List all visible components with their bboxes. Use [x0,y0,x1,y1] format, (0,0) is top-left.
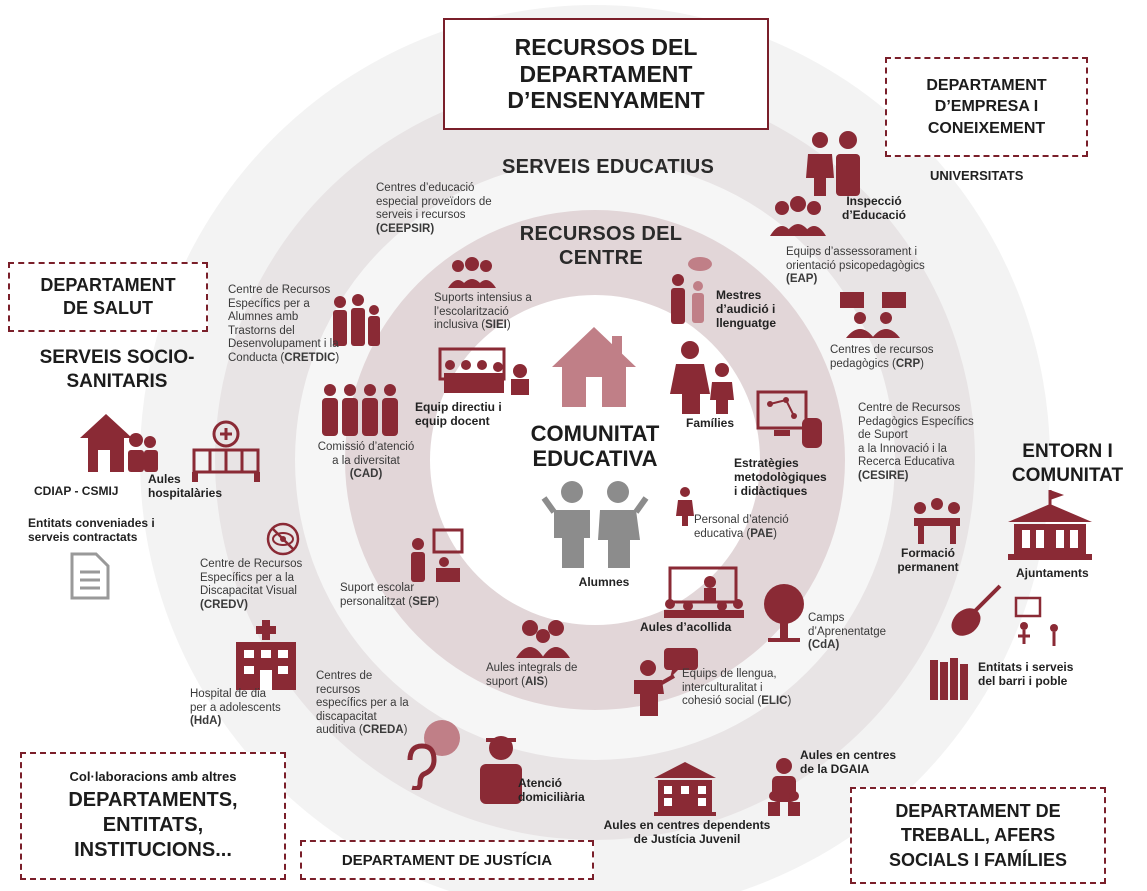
ear-icon [407,720,460,790]
dgaia-people-icon [768,758,800,816]
family-icon [670,341,734,414]
ring-title-serveis: SERVEIS EDUCATIUS [502,156,715,178]
screen-strategy-icon [756,390,822,448]
label-entitats-conveniades: Entitats conveniades i serveis contracta… [28,516,155,545]
box-salut: DEPARTAMENT DE SALUT [8,262,208,332]
label-eap: Equips d’assessorament i orientació psic… [786,246,925,286]
label-siei: Suports intensius a l’escolarització inc… [434,292,532,332]
label-cad: Comissió d’atenció a la diversitat(CAD) [317,441,415,481]
label-entitats-barri: Entitats i serveis del barri i poble [978,660,1074,689]
label-crp: Centres de recursos pedagògics (CRP) [830,344,934,370]
cretdic-family-icon [333,294,380,346]
speech-people-icon [671,257,712,324]
label-elic: Equips de llengua, interculturalitat i c… [682,668,792,708]
center-label: COMUNITAT EDUCATIVA [530,421,660,472]
label-estrategies: Estratègies metodològiques i didàctiques [734,456,827,499]
hospital-building-icon [236,620,296,690]
box-justicia-label: DEPARTAMENT DE JUSTÍCIA [341,851,553,869]
collab-main-label: DEPARTAMENTS, ENTITATS, INSTITUCIONS... [68,789,238,861]
center-sub-label: Alumnes [578,575,630,589]
box-treball-label: DEPARTAMENT DE TREBALL, AFERS SOCIALS I … [888,801,1067,870]
label-dgaia: Aules en centres de la DGAIA [800,748,897,777]
music-sports-books-icon [930,584,1058,700]
ring-title-centre: RECURSOS DEL CENTRE [519,223,683,269]
town-hall-icon [1008,490,1092,560]
box-empresa: DEPARTAMENT D’EMPRESA I CONEIXEMENT [885,57,1088,157]
heading-socio-sanitaris: SERVEIS SOCIO- SANITARIS [39,347,195,392]
label-cdiap: CDIAP - CSMIJ [34,484,119,498]
house-icon [552,327,636,407]
main-title-box: RECURSOS DEL DEPARTAMENT D’ENSENYAMENT [443,18,769,130]
collab-top-label: Col·laboracions amb altres [69,769,237,784]
box-justicia: DEPARTAMENT DE JUSTÍCIA [300,840,594,880]
box-collaboracions: Col·laboracions amb altres DEPARTAMENTS,… [20,752,286,880]
box-treball: DEPARTAMENT DE TREBALL, AFERS SOCIALS I … [850,787,1106,884]
label-justicia-juvenil: Aules en centres dependents de Justícia … [603,818,771,847]
label-hda: Hospital de dia per a adolescents(HdA) [190,688,281,728]
label-sep: Suport escolar personalitzat (SEP) [340,582,440,608]
label-inspeccio: Inspecció d’Educació [841,194,906,223]
eye-icon [266,522,300,556]
box-empresa-label: DEPARTAMENT D’EMPRESA I CONEIXEMENT [926,76,1047,137]
label-pae: Personal d’atenció educativa (PAE) [694,514,789,540]
main-title: RECURSOS DEL DEPARTAMENT D’ENSENYAMENT [507,34,705,114]
box-salut-label: DEPARTAMENT DE SALUT [40,274,176,318]
label-cda: Camps d’Aprenentatge(CdA) [808,612,887,652]
home-family-icon [80,414,158,472]
label-acollida: Aules d’acollida [640,620,732,634]
justice-building-icon [654,762,716,816]
label-cesire: Centre de Recursos Pedagògics Específics… [858,402,974,482]
committee-people-icon [322,384,398,436]
label-domiciliaria: Atenció domiciliària [518,776,585,805]
heading-entorn: ENTORN I COMUNITAT [1011,441,1124,486]
tree-icon [764,584,804,642]
label-cretdic: Centre de Recursos Específics per a Alum… [228,284,340,364]
integral-classroom-icon [516,620,570,658]
document-icon [70,552,110,600]
label-credv: Centre de Recursos Específics per a la D… [200,558,303,611]
home-care-icon [480,736,522,804]
label-creda: Centres de recursos específics per a la … [316,670,409,737]
label-hospitalaries: Aules hospitalàries [148,472,223,501]
universitats-label: UNIVERSITATS [930,168,1024,183]
label-ais: Aules integrals de suport (AIS) [486,662,578,688]
assistant-person-icon [676,487,694,526]
training-table-icon [914,498,960,544]
label-ceepsir: Centres d’educació especial proveïdors d… [376,182,492,235]
label-ajuntaments: Ajuntaments [1016,566,1089,580]
meeting-people-icon [840,292,906,338]
inspection-people-icon [806,131,860,196]
label-families: Famílies [686,416,735,430]
personal-support-icon [411,528,464,582]
label-formacio: Formació permanent [897,546,959,575]
speaker-chat-icon [634,648,698,716]
classroom-board-icon [664,566,744,618]
label-equip: Equip directiu i equip docent [415,400,502,429]
advisory-team-icon [770,196,826,236]
hospital-bed-icon [192,420,260,482]
children-icon [541,481,649,568]
group-people-icon [448,257,496,288]
label-mestres: Mestres d’audició i llenguatge [716,288,777,331]
teacher-class-icon [438,347,529,395]
